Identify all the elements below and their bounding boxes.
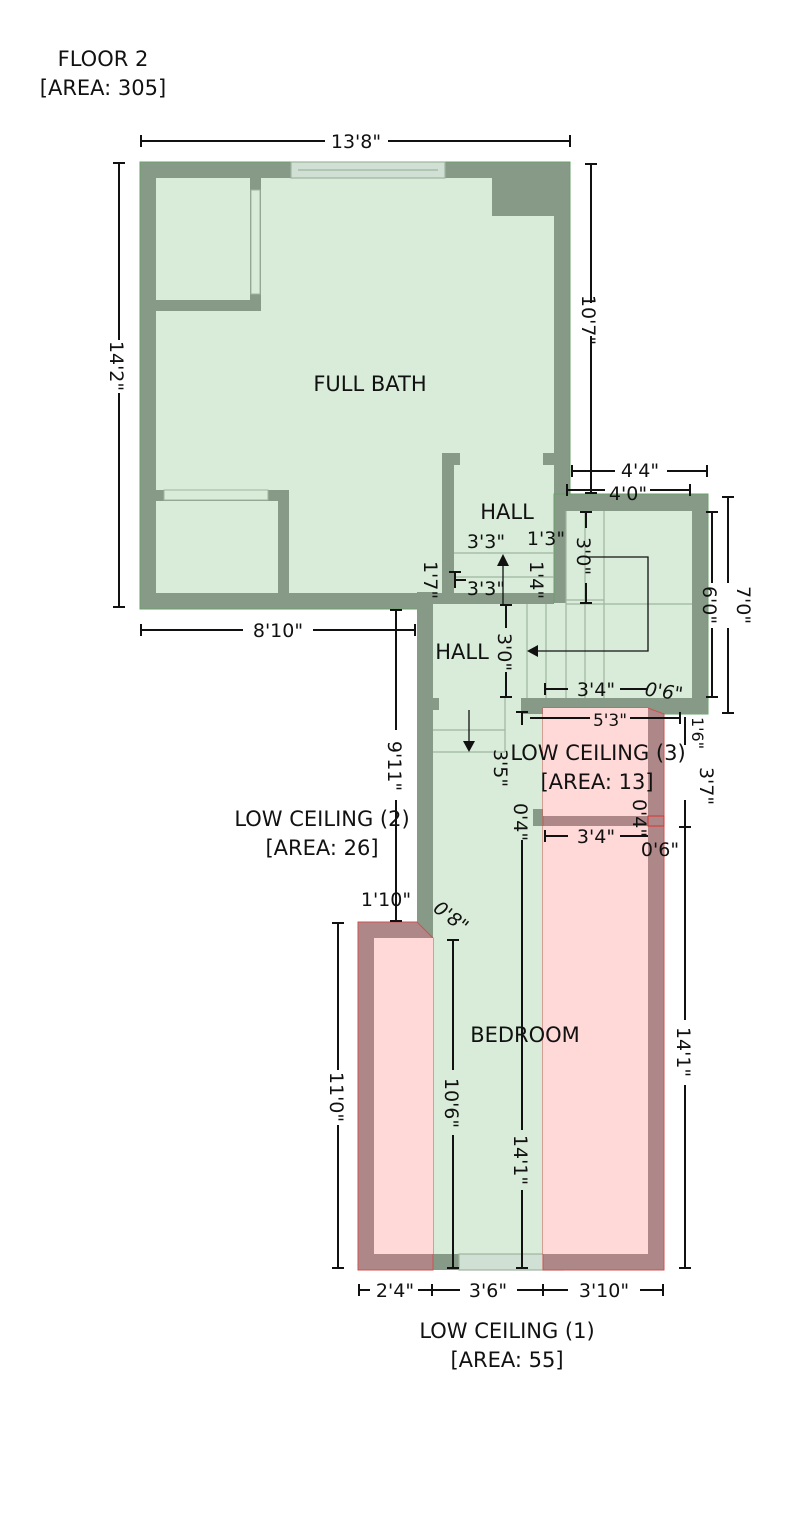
- floor-name: FLOOR 2: [58, 47, 149, 71]
- dim-label: 3'5": [489, 749, 511, 787]
- dim-label: 14'2": [105, 341, 127, 391]
- dim-label: 1'6": [688, 717, 707, 749]
- room-hall-lower: HALL: [435, 640, 489, 664]
- dim-label: 3'0": [493, 633, 515, 671]
- dim-label: 1'10": [361, 889, 411, 911]
- dim-label: 10'7": [577, 295, 599, 345]
- dim-label: 1'3": [527, 528, 565, 550]
- low-ceiling-3-area: [AREA: 13]: [540, 770, 653, 794]
- room-bedroom: BEDROOM: [470, 1023, 580, 1047]
- low-ceiling-1-name: LOW CEILING (1): [419, 1319, 594, 1343]
- dim-label: 3'7": [695, 767, 717, 805]
- dim-label: 4'4": [621, 460, 659, 482]
- upper-hall: [442, 453, 554, 605]
- low-ceiling-2-area: [357, 921, 434, 1271]
- dim-label: 14'1": [509, 1135, 531, 1185]
- low-ceiling-1-area: [AREA: 55]: [450, 1348, 563, 1372]
- dim-label: 7'0": [732, 586, 754, 624]
- low-ceiling-3-name: LOW CEILING (3): [510, 741, 685, 765]
- dim-label: 3'4": [577, 679, 615, 701]
- stair-arrows: [463, 554, 649, 752]
- dim-label: 3'0": [572, 537, 594, 575]
- dim-label: 0'4": [509, 803, 531, 841]
- dim-label: 1'4": [525, 561, 547, 599]
- room-hall-upper: HALL: [480, 500, 534, 524]
- dim-label: 9'11": [383, 741, 405, 791]
- dimension-lines: [113, 135, 734, 1296]
- dim-label: 6'0": [698, 586, 720, 624]
- low-ceiling-2-name: LOW CEILING (2): [234, 807, 409, 831]
- dim-label: 3'10": [579, 1280, 629, 1302]
- dim-label: 11'0": [325, 1072, 347, 1122]
- dim-label: 5'3": [593, 711, 627, 731]
- dim-label: 3'3": [467, 578, 505, 600]
- dim-label: 1'7": [419, 561, 441, 599]
- dim-label: 13'8": [331, 131, 381, 153]
- full-bath-area: [139, 161, 571, 610]
- dim-label: 2'4": [376, 1280, 414, 1302]
- dim-label: 8'10": [253, 620, 303, 642]
- room-full-bath: FULL BATH: [313, 372, 426, 396]
- floor-area: [AREA: 305]: [40, 76, 166, 100]
- dim-label: 3'4": [577, 826, 615, 848]
- dim-label: 3'6": [469, 1280, 507, 1302]
- dim-label: 0'6": [641, 839, 679, 861]
- low-ceiling-2-area: [AREA: 26]: [265, 836, 378, 860]
- dim-label: 4'0": [609, 483, 647, 505]
- dim-label: 10'6": [440, 1078, 462, 1128]
- low-ceiling-1-3-area: [542, 707, 665, 1271]
- dim-label: 0'4": [628, 799, 650, 837]
- dim-label: 0'6": [643, 679, 684, 706]
- dim-label: 3'3": [467, 531, 505, 553]
- dim-label: 14'1": [672, 1027, 694, 1077]
